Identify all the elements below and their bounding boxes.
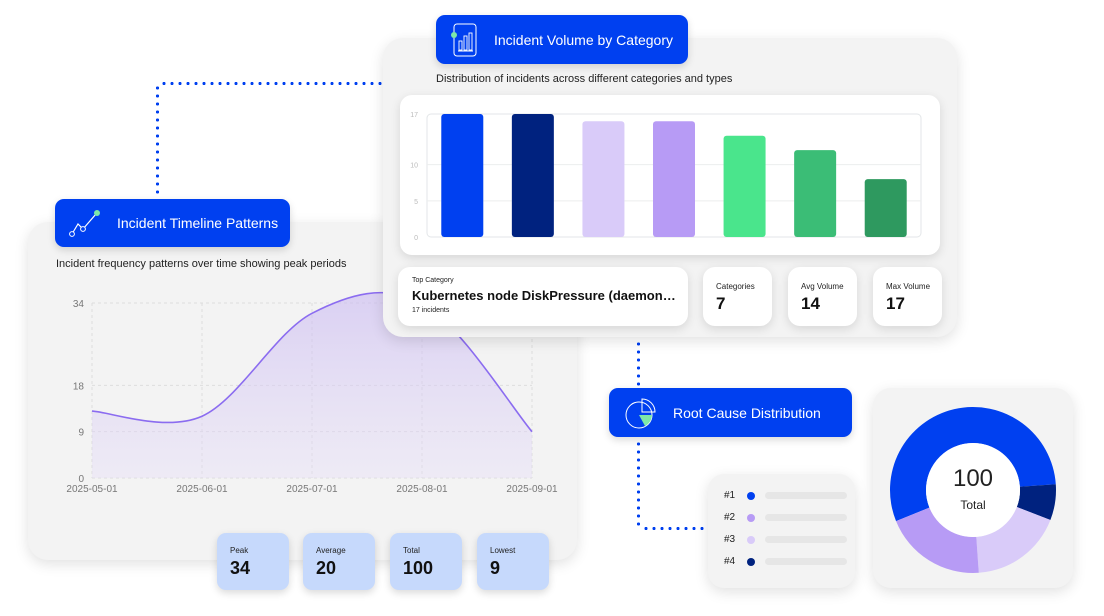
volume-subtitle: Distribution of incidents across differe… bbox=[436, 73, 733, 85]
area-fill bbox=[92, 292, 532, 478]
timeline-stat-chip: Lowest 9 bbox=[477, 533, 549, 590]
timeline-title: Incident Timeline Patterns bbox=[117, 215, 279, 231]
legend-color-dot bbox=[747, 491, 756, 500]
donut-card: 100 Total bbox=[873, 388, 1073, 588]
stat-label: Categories bbox=[716, 282, 755, 291]
bar bbox=[582, 121, 625, 237]
legend-rank: #2 bbox=[724, 512, 736, 523]
top-category-label: Top Category bbox=[412, 277, 454, 284]
donut-hole bbox=[926, 443, 1020, 537]
y-tick-label: 9 bbox=[78, 428, 84, 439]
category-bar-chart: 0 5 10 17 bbox=[410, 112, 922, 242]
legend-item[interactable]: #4 bbox=[724, 556, 848, 567]
volume-header: Incident Volume by Category bbox=[436, 15, 688, 64]
legend-item[interactable]: #1 bbox=[724, 490, 848, 501]
stat-value: 34 bbox=[230, 558, 251, 578]
donut-total-value: 100 bbox=[952, 465, 994, 492]
legend-bar-placeholder bbox=[765, 514, 848, 521]
root-cause-header: Root Cause Distribution bbox=[609, 388, 852, 437]
y-tick-label: 10 bbox=[410, 163, 418, 170]
legend-rank: #1 bbox=[724, 490, 736, 501]
y-tick-label: 0 bbox=[414, 235, 418, 242]
stat-label: Peak bbox=[230, 546, 249, 555]
timeline-stat-chip: Total 100 bbox=[390, 533, 462, 590]
stat-label: Avg Volume bbox=[801, 282, 844, 291]
root-cause-title: Root Cause Distribution bbox=[673, 404, 821, 421]
line-chart-icon bbox=[69, 210, 100, 237]
volume-title: Incident Volume by Category bbox=[494, 31, 673, 48]
bar bbox=[653, 121, 695, 237]
legend-bar-placeholder bbox=[765, 536, 848, 543]
timeline-chart: 0 9 18 34 2025-05-01 2025-06-01 2025-07-01 2025… bbox=[66, 291, 558, 495]
stat-value: 20 bbox=[316, 558, 337, 578]
y-tick-label: 18 bbox=[73, 381, 85, 392]
volume-stat-card: Avg Volume 14 bbox=[788, 267, 857, 326]
bar bbox=[864, 179, 907, 237]
connector-line bbox=[637, 340, 640, 386]
series-line bbox=[91, 291, 533, 433]
connector-line bbox=[160, 82, 384, 85]
timeline-subtitle: Incident frequency patterns over time sh… bbox=[56, 258, 347, 270]
stat-label: Total bbox=[403, 546, 420, 555]
legend-color-dot bbox=[747, 513, 756, 522]
bar bbox=[723, 135, 766, 237]
legend-bar-placeholder bbox=[765, 492, 848, 499]
stat-label: Average bbox=[316, 546, 346, 555]
stat-value: 9 bbox=[490, 558, 501, 578]
stat-value: 17 bbox=[886, 294, 905, 313]
legend-item[interactable]: #3 bbox=[724, 534, 848, 545]
volume-stat-card: Max Volume 17 bbox=[873, 267, 942, 326]
legend-bar-placeholder bbox=[765, 558, 848, 565]
legend-color-dot bbox=[747, 557, 756, 566]
x-tick-label: 2025-06-01 bbox=[176, 484, 228, 495]
top-category-count: 17 incidents bbox=[412, 307, 450, 314]
stat-value: 100 bbox=[403, 558, 434, 578]
bar bbox=[511, 114, 554, 237]
stat-label: Lowest bbox=[490, 546, 516, 555]
stat-value: 14 bbox=[801, 294, 820, 313]
pie-chart-icon bbox=[625, 397, 656, 428]
y-tick-label: 34 bbox=[73, 299, 85, 310]
donut-slice bbox=[976, 506, 1051, 573]
x-tick-label: 2025-09-01 bbox=[506, 484, 558, 495]
legend-color-dot bbox=[747, 535, 756, 544]
x-tick-label: 2025-07-01 bbox=[286, 484, 338, 495]
donut-slice bbox=[1016, 484, 1056, 521]
y-tick-label: 0 bbox=[78, 474, 84, 485]
timeline-stat-chip: Average 20 bbox=[303, 533, 375, 590]
stat-value: 7 bbox=[716, 294, 726, 313]
bar-chart-icon bbox=[451, 23, 477, 56]
donut-chart bbox=[890, 407, 1056, 573]
top-category-card[interactable]: Top Category Kubernetes node DiskPressur… bbox=[398, 267, 688, 326]
y-tick-label: 5 bbox=[414, 199, 418, 206]
bar bbox=[441, 114, 484, 237]
connector-line bbox=[156, 84, 159, 196]
stat-label: Max Volume bbox=[886, 282, 931, 291]
bar bbox=[794, 150, 837, 237]
root-cause-legend: #1 #2 #3 #4 bbox=[708, 474, 855, 588]
timeline-stat-chip: Peak 34 bbox=[217, 533, 289, 590]
top-category-name: Kubernetes node DiskPressure (daemon… bbox=[412, 288, 676, 303]
legend-rank: #4 bbox=[724, 556, 736, 567]
y-tick-label: 17 bbox=[410, 112, 418, 119]
donut-total-label: Total bbox=[960, 498, 986, 512]
connector-line bbox=[642, 527, 706, 530]
legend-rank: #3 bbox=[724, 534, 736, 545]
volume-stat-card: Categories 7 bbox=[703, 267, 772, 326]
connector-line bbox=[637, 440, 640, 528]
donut-slice bbox=[896, 507, 979, 573]
x-tick-label: 2025-05-01 bbox=[66, 484, 118, 495]
donut-slice bbox=[890, 407, 1056, 522]
timeline-header: Incident Timeline Patterns bbox=[55, 199, 290, 247]
x-tick-label: 2025-08-01 bbox=[396, 484, 448, 495]
legend-item[interactable]: #2 bbox=[724, 512, 848, 523]
